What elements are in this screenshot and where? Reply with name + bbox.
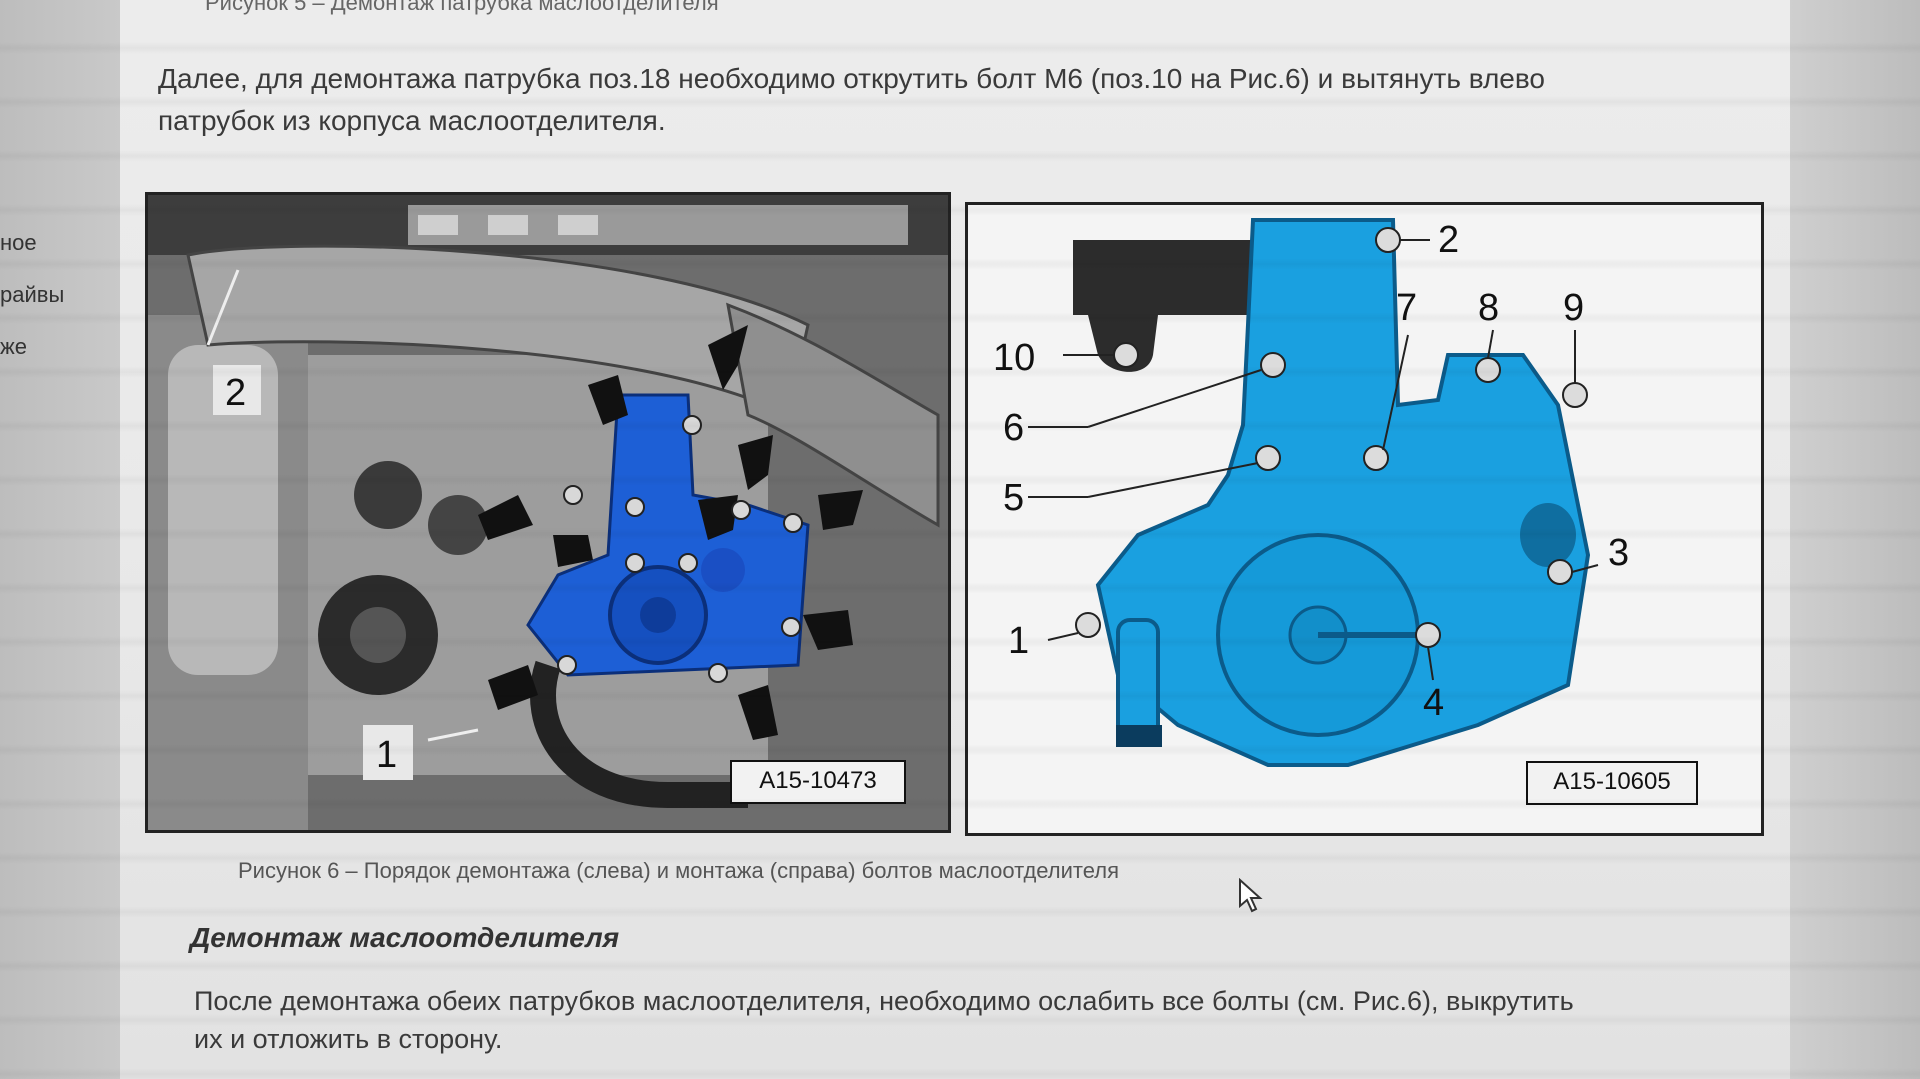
drawing-label-7: 7: [1396, 287, 1417, 329]
paragraph-intro: Далее, для демонтажа патрубка поз.18 нео…: [158, 63, 1545, 136]
right-figure-ref: A15-10605: [1526, 761, 1698, 805]
drawing-label-2: 2: [1438, 219, 1459, 261]
engine-photo: 2 1 A15-10473: [145, 192, 951, 833]
separator-drawing: 2 7 8 9 10 6 5 3 1 4 A15-10605: [965, 202, 1764, 836]
sidebar: ное райвы же: [0, 0, 120, 1079]
section-heading: Демонтаж маслоотделителя: [190, 922, 620, 953]
drawing-label-3: 3: [1608, 532, 1629, 574]
drawing-label-8: 8: [1478, 287, 1499, 329]
drawing-label-5: 5: [1003, 477, 1024, 519]
photo-label-1: 1: [376, 734, 397, 776]
figure-caption: Рисунок 6 – Порядок демонтажа (слева) и …: [238, 858, 1120, 883]
sidebar-item-2[interactable]: райвы: [0, 282, 65, 307]
sidebar-item-1[interactable]: ное: [0, 230, 37, 255]
drawing-label-9: 9: [1563, 287, 1584, 329]
paragraph-instructions: После демонтажа обеих патрубков маслоотд…: [194, 986, 1574, 1054]
drawing-label-1: 1: [1008, 620, 1029, 662]
sidebar-item-3[interactable]: же: [0, 334, 27, 359]
drawing-label-4: 4: [1423, 682, 1444, 724]
mouse-cursor-icon: [1239, 878, 1263, 913]
drawing-label-6: 6: [1003, 407, 1024, 449]
separator-drawing-illustration: 2 7 8 9 10 6 5 3 1 4: [968, 205, 1761, 833]
previous-figure-caption: Рисунок 5 – Демонтаж патрубка маслоотдел…: [205, 0, 719, 15]
drawing-label-10: 10: [993, 337, 1035, 379]
engine-photo-illustration: 2 1: [148, 195, 948, 830]
left-figure-ref: A15-10473: [730, 760, 906, 804]
photo-label-2: 2: [225, 372, 246, 414]
page-margin-right: [1790, 0, 1920, 1079]
